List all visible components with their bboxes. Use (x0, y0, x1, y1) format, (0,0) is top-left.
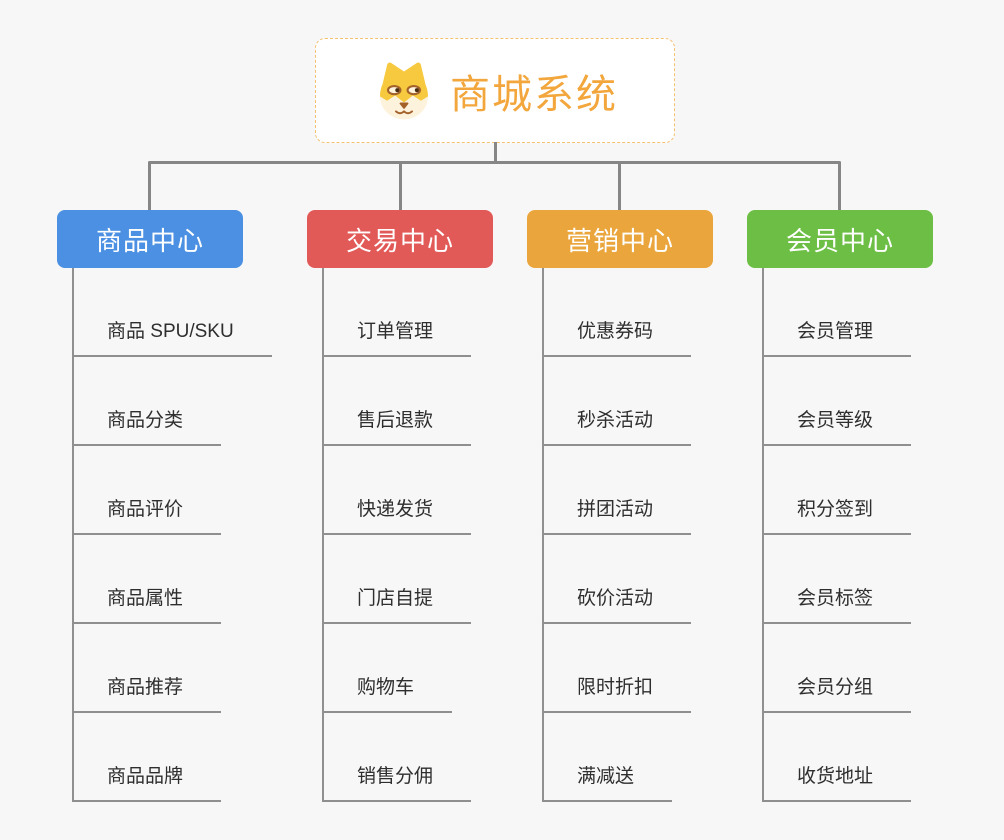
child-node[interactable]: 会员分组 (762, 674, 912, 713)
branch-node-marketing-center[interactable]: 营销中心 (527, 210, 713, 268)
child-node[interactable]: 商品分类 (72, 407, 222, 446)
child-node[interactable]: 销售分佣 (322, 763, 472, 802)
child-node[interactable]: 商品 SPU/SKU (72, 318, 272, 357)
branch-drop-connector (618, 162, 621, 210)
branch-label: 营销中心 (565, 225, 674, 256)
child-node[interactable]: 收货地址 (762, 763, 912, 802)
child-node[interactable]: 优惠券码 (542, 318, 692, 357)
root-stem-connector (494, 142, 497, 163)
child-node[interactable]: 商品品牌 (72, 763, 222, 802)
child-node[interactable]: 门店自提 (322, 585, 472, 624)
branch-drop-connector (838, 162, 841, 210)
branch-label: 会员中心 (785, 225, 894, 256)
root-node-title: 商城系统 (450, 72, 618, 117)
branch-node-member-center[interactable]: 会员中心 (747, 210, 933, 268)
child-node[interactable]: 购物车 (322, 674, 453, 713)
child-node[interactable]: 满减送 (542, 763, 673, 802)
child-node[interactable]: 会员等级 (762, 407, 912, 446)
child-node[interactable]: 会员管理 (762, 318, 912, 357)
child-node[interactable]: 拼团活动 (542, 496, 692, 535)
branch-horizontal-connector (148, 161, 841, 164)
branch-label: 交易中心 (345, 225, 454, 256)
child-node[interactable]: 积分签到 (762, 496, 912, 535)
branch-label: 商品中心 (95, 225, 204, 256)
child-node[interactable]: 售后退款 (322, 407, 472, 446)
child-node[interactable]: 订单管理 (322, 318, 472, 357)
child-node[interactable]: 商品推荐 (72, 674, 222, 713)
child-node[interactable]: 会员标签 (762, 585, 912, 624)
child-node[interactable]: 商品评价 (72, 496, 222, 535)
branch-node-product-center[interactable]: 商品中心 (57, 210, 243, 268)
branch-drop-connector (399, 162, 402, 210)
child-node[interactable]: 限时折扣 (542, 674, 692, 713)
child-node[interactable]: 秒杀活动 (542, 407, 692, 446)
child-node[interactable]: 砍价活动 (542, 585, 692, 624)
shiba-dog-icon (380, 62, 428, 119)
child-node[interactable]: 快递发货 (322, 496, 472, 535)
child-node[interactable]: 商品属性 (72, 585, 222, 624)
branch-drop-connector (148, 162, 151, 210)
root-node[interactable]: 商城系统 (315, 38, 675, 143)
branch-node-trade-center[interactable]: 交易中心 (307, 210, 493, 268)
